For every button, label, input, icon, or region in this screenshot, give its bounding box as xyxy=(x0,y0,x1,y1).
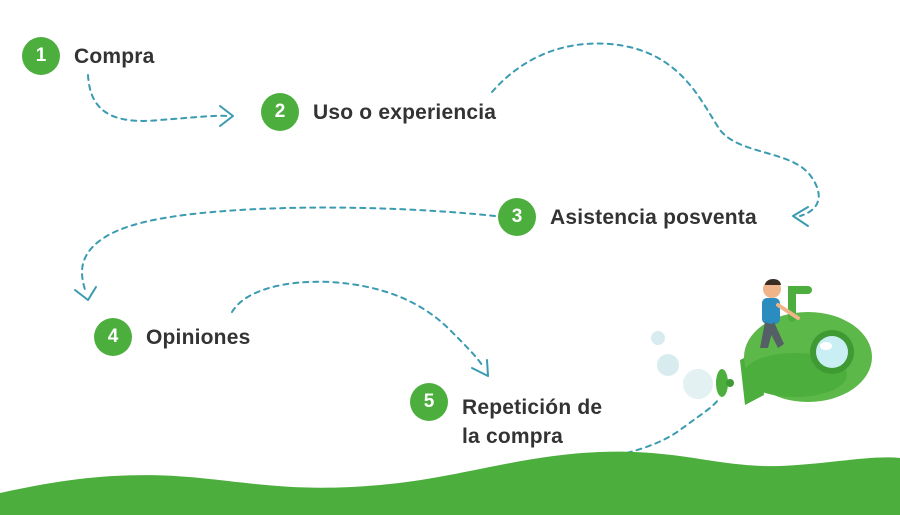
step-2: 2 Uso o experiencia xyxy=(261,93,496,131)
connector-1-2 xyxy=(87,74,231,122)
connector-4-5 xyxy=(231,280,485,369)
step-label: Repetición de la compra xyxy=(462,393,602,451)
step-number-badge: 1 xyxy=(22,37,60,75)
step-1: 1 Compra xyxy=(22,37,155,75)
arrow-to-step-4 xyxy=(74,286,97,301)
step-label: Uso o experiencia xyxy=(313,100,497,124)
step-label-line-1: Repetición de xyxy=(462,396,603,419)
step-3: 3 Asistencia posventa xyxy=(498,198,757,236)
step-label: Opiniones xyxy=(146,325,251,349)
arrow-to-step-5 xyxy=(471,359,489,377)
step-4: 4 Opiniones xyxy=(94,318,250,356)
step-number-badge: 5 xyxy=(410,383,448,421)
arrow-to-step-2 xyxy=(219,105,234,127)
connector-2-3 xyxy=(491,42,820,217)
step-label: Asistencia posventa xyxy=(550,205,757,229)
step-number-badge: 4 xyxy=(94,318,132,356)
ground-wave xyxy=(0,451,900,515)
submarine-illustration xyxy=(716,278,872,405)
connector-5-submarine xyxy=(547,399,719,467)
step-label: Compra xyxy=(74,44,155,68)
step-5: 5 Repetición de la compra xyxy=(410,383,602,451)
connector-3-4 xyxy=(81,206,496,294)
arrow-to-step-3 xyxy=(792,206,809,227)
step-label-line-2: la compra xyxy=(462,425,564,448)
step-number-badge: 3 xyxy=(498,198,536,236)
step-number-badge: 2 xyxy=(261,93,299,131)
bubbles xyxy=(651,331,713,399)
